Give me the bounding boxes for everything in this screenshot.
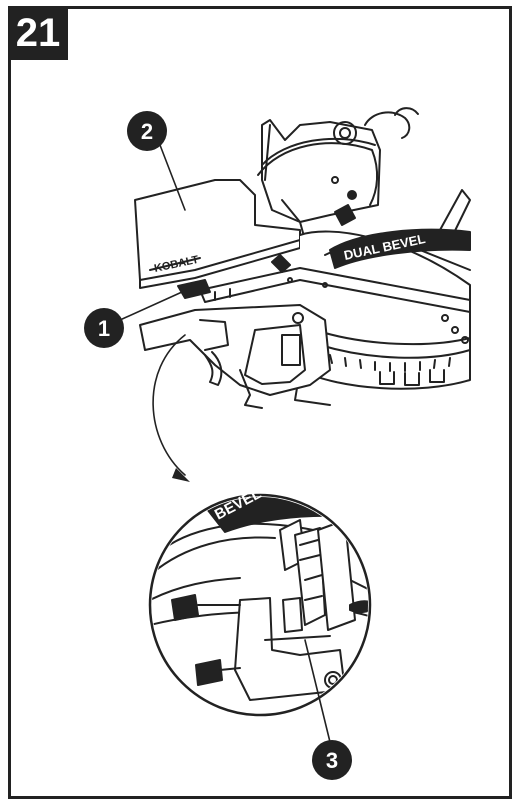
page-frame	[8, 6, 512, 799]
saw-head	[257, 107, 419, 241]
main-fence	[199, 267, 471, 313]
callout-2-number: 2	[141, 119, 153, 144]
detail-zoom	[148, 493, 372, 743]
saw-base	[294, 189, 471, 406]
callout-2: 2	[127, 111, 167, 151]
bevel-arm	[324, 228, 471, 269]
step-number-badge: 21	[8, 6, 68, 60]
callout-3: 3	[312, 740, 352, 780]
clamp-assembly	[139, 254, 331, 409]
callout-1-number: 1	[98, 316, 110, 341]
callout-1: 1	[84, 308, 124, 348]
callout-3-number: 3	[326, 748, 338, 773]
left-fence	[134, 179, 301, 289]
zoom-connector-arc	[152, 334, 186, 476]
